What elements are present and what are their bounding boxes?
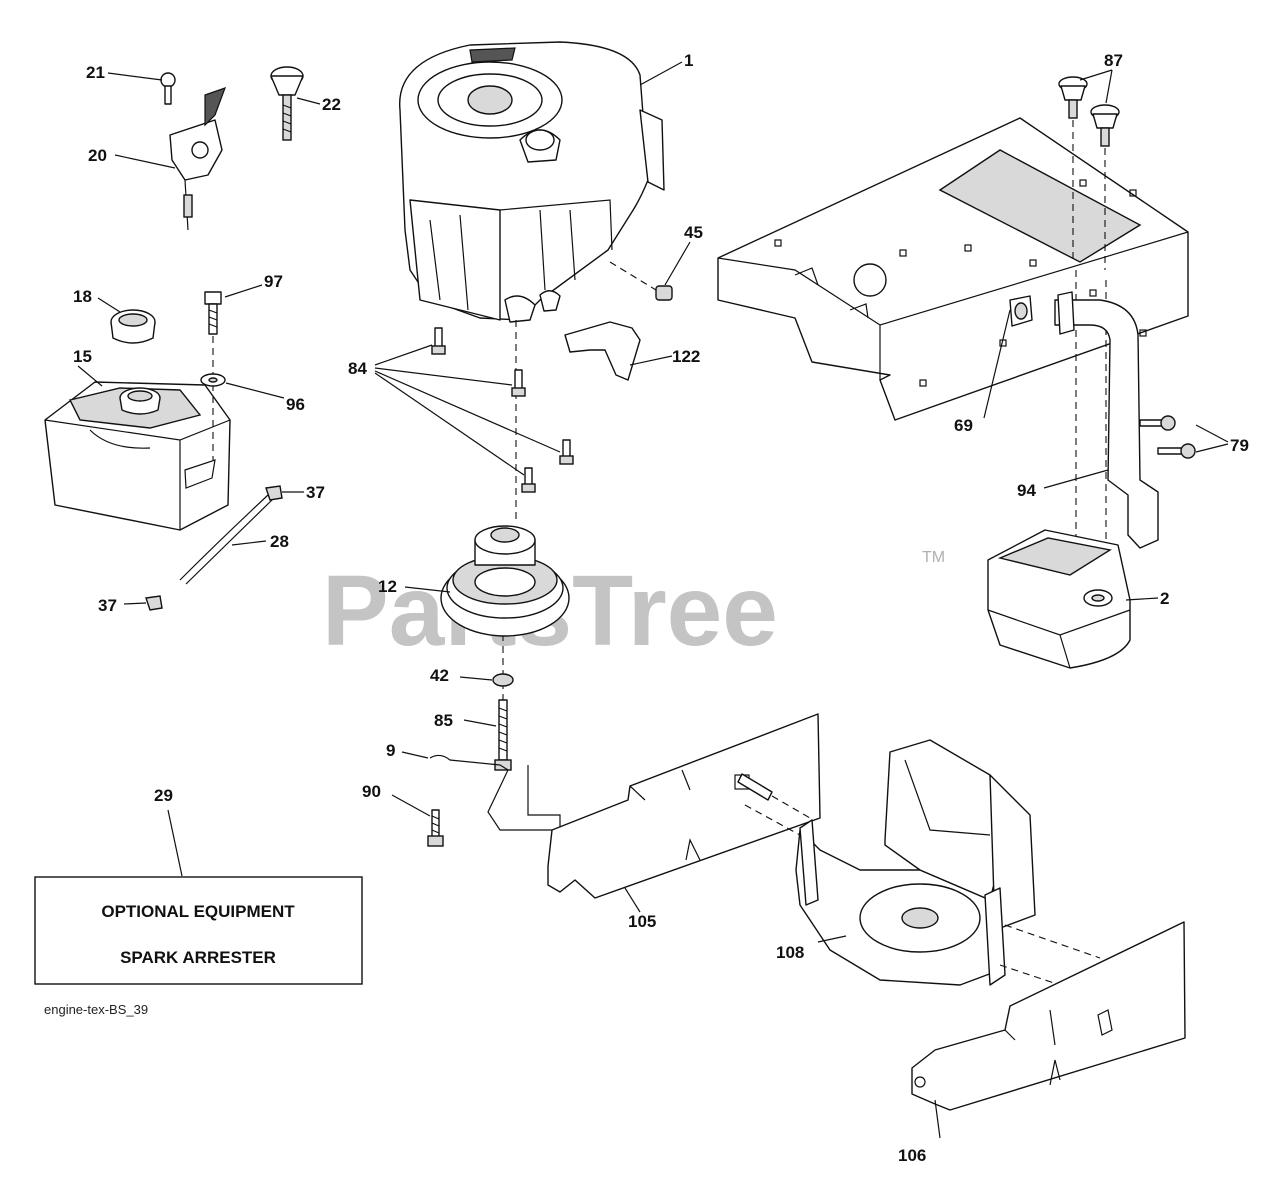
bracket-122 — [564, 321, 641, 381]
callout-69: 69 — [954, 416, 973, 435]
callout-21: 21 — [86, 63, 105, 82]
watermark-tm: TM — [922, 549, 945, 566]
callout-45: 45 — [684, 223, 703, 242]
callout-18: 18 — [73, 287, 92, 306]
screws-79 — [1139, 415, 1196, 459]
callout-12: 12 — [378, 577, 397, 596]
spark-arrester-label: SPARK ARRESTER — [120, 948, 276, 967]
callout-1: 1 — [684, 51, 693, 70]
bolt-90 — [427, 809, 444, 847]
callout-94: 94 — [1017, 481, 1036, 500]
clamp-37-bottom — [145, 595, 163, 611]
callout-96: 96 — [286, 395, 305, 414]
callout-105: 105 — [628, 912, 656, 931]
nut-45 — [655, 285, 673, 301]
callout-90: 90 — [362, 782, 381, 801]
bracket-105 — [547, 713, 821, 899]
knob-22 — [270, 66, 304, 141]
bolt-97 — [204, 291, 222, 335]
muffler-2 — [987, 529, 1131, 669]
bracket-106 — [911, 921, 1186, 1111]
callout-20: 20 — [88, 146, 107, 165]
bolts-87 — [1058, 76, 1120, 147]
callout-122: 122 — [672, 347, 700, 366]
fuel-cap-18 — [110, 309, 156, 344]
bolt-85 — [494, 699, 512, 771]
fuel-tank-15 — [44, 381, 231, 531]
throttle-control-20 — [169, 87, 227, 231]
clamp-37-top — [265, 485, 283, 501]
deflector-housing-108 — [795, 739, 1036, 986]
callout-29: 29 — [154, 786, 173, 805]
chassis-frame — [717, 117, 1189, 421]
callout-106: 106 — [898, 1146, 926, 1165]
callout-15: 15 — [73, 347, 92, 366]
optional-equipment-label: OPTIONAL EQUIPMENT — [101, 902, 295, 921]
optional-equipment-box — [34, 876, 363, 985]
diagram-footnote: engine-tex-BS_39 — [44, 1002, 148, 1017]
callout-9: 9 — [386, 741, 395, 760]
callout-79: 79 — [1230, 436, 1249, 455]
screw-21 — [160, 72, 176, 105]
callout-42: 42 — [430, 666, 449, 685]
pulley-12 — [440, 525, 570, 637]
fuel-line-28 — [179, 494, 269, 581]
bolts-84 — [431, 327, 574, 493]
callout-85: 85 — [434, 711, 453, 730]
callout-28: 28 — [270, 532, 289, 551]
washer-42 — [492, 673, 514, 687]
engine — [399, 41, 665, 323]
exhaust-pipe-94 — [1054, 299, 1159, 549]
callout-37-bottom: 37 — [98, 596, 117, 615]
callout-2: 2 — [1160, 589, 1169, 608]
callout-108: 108 — [776, 943, 804, 962]
callout-37-top: 37 — [306, 483, 325, 502]
callout-22: 22 — [322, 95, 341, 114]
callout-97: 97 — [264, 272, 283, 291]
callout-87: 87 — [1104, 51, 1123, 70]
callout-84: 84 — [348, 359, 367, 378]
